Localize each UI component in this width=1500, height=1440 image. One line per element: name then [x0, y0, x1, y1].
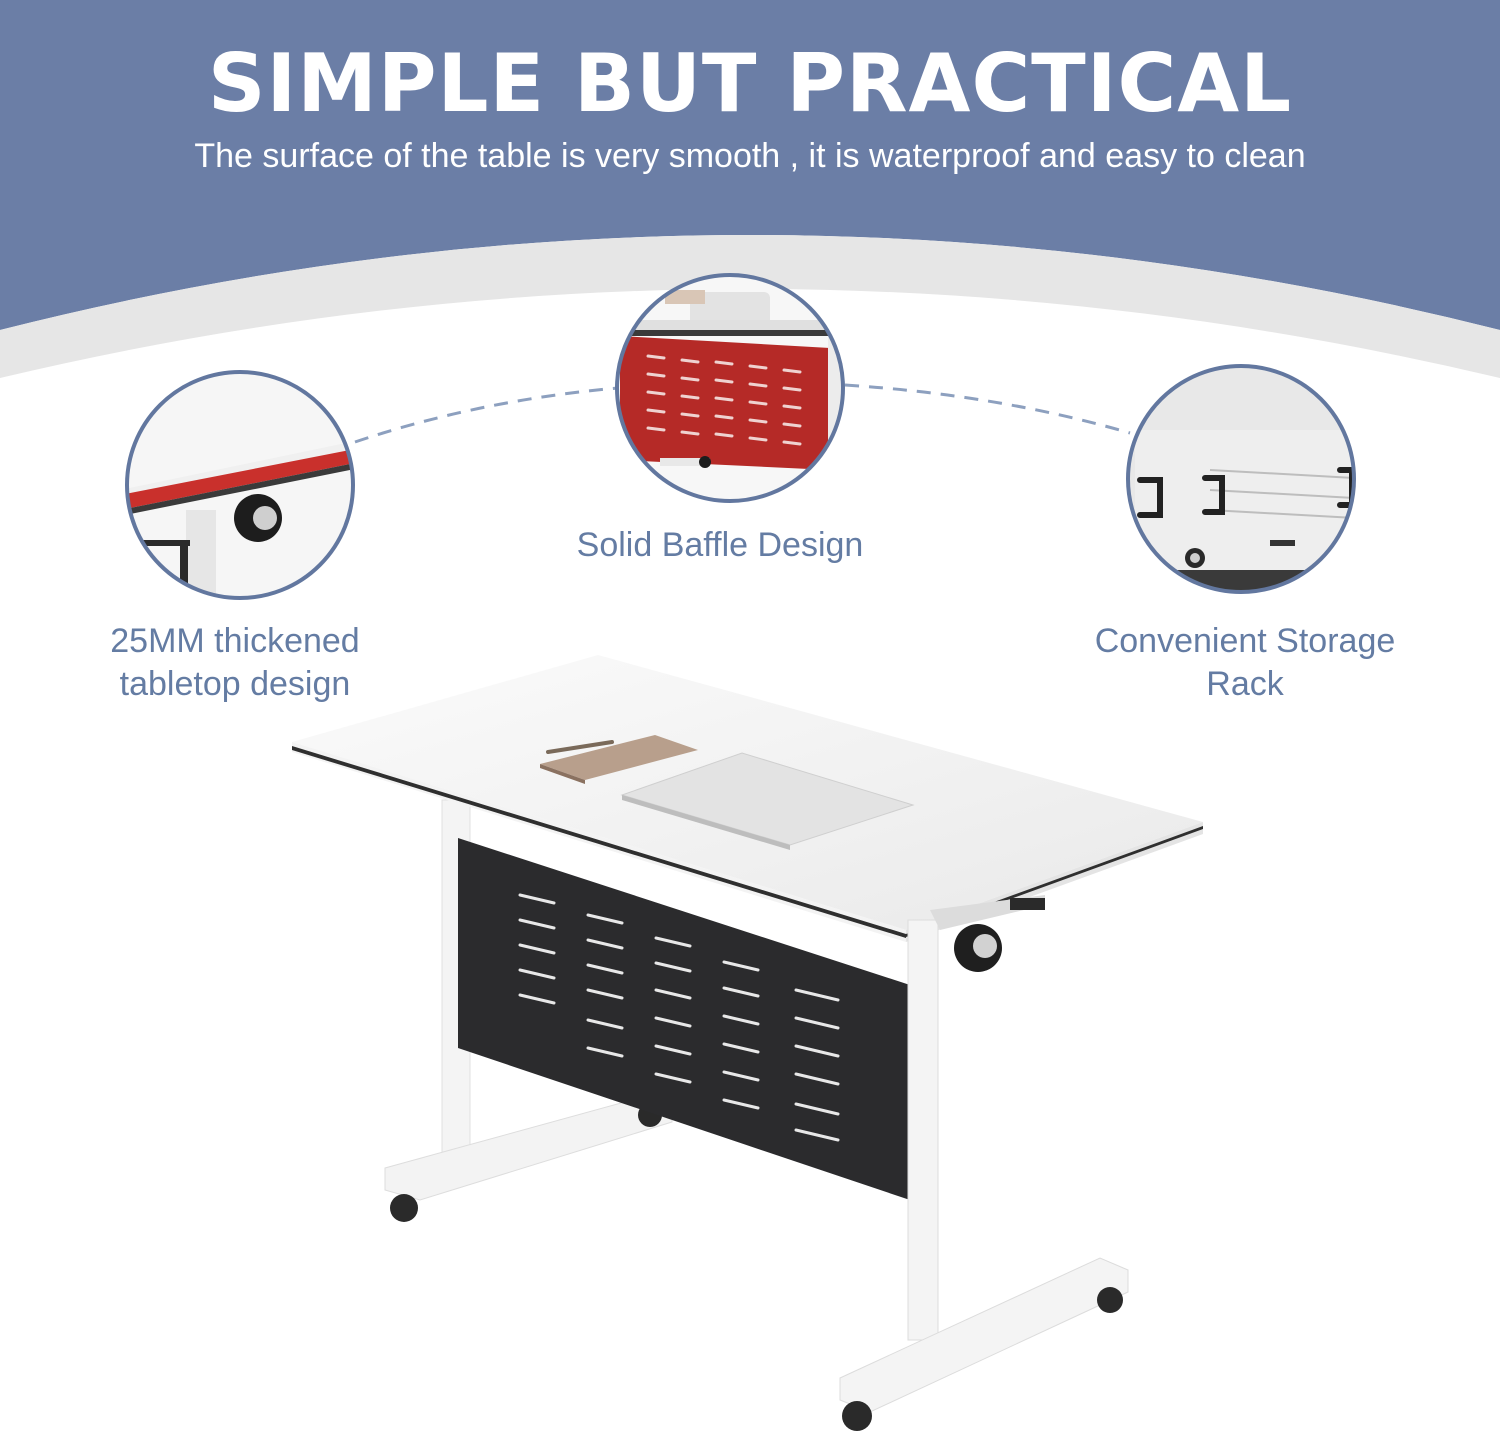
page-subtitle: The surface of the table is very smooth …	[194, 137, 1306, 175]
page-title: SIMPLE BUT PRACTICAL	[207, 37, 1293, 130]
callout-storage-line-2: Rack	[1206, 665, 1284, 703]
header-band	[0, 0, 1500, 330]
callout-tabletop-line-1: 25MM thickened	[110, 622, 360, 660]
connector-left	[354, 386, 619, 444]
detail-tabletop-thickness	[125, 370, 355, 600]
callout-baffle-label: Solid Baffle Design	[545, 524, 895, 567]
callout-tabletop-line-2: tabletop design	[119, 665, 351, 703]
folding-table	[292, 655, 1203, 1431]
callout-storage-label: Convenient Storage Rack	[1060, 620, 1430, 706]
connector-right	[844, 383, 1131, 435]
callout-tabletop-label: 25MM thickened tabletop design	[70, 620, 400, 706]
modesty-baffle	[458, 838, 910, 1200]
detail-solid-baffle	[615, 273, 845, 503]
callout-baffle-line-1: Solid Baffle Design	[576, 526, 864, 564]
header-band-edge	[0, 235, 1500, 378]
detail-storage-rack	[1126, 364, 1356, 594]
callout-storage-line-1: Convenient Storage	[1094, 622, 1396, 660]
